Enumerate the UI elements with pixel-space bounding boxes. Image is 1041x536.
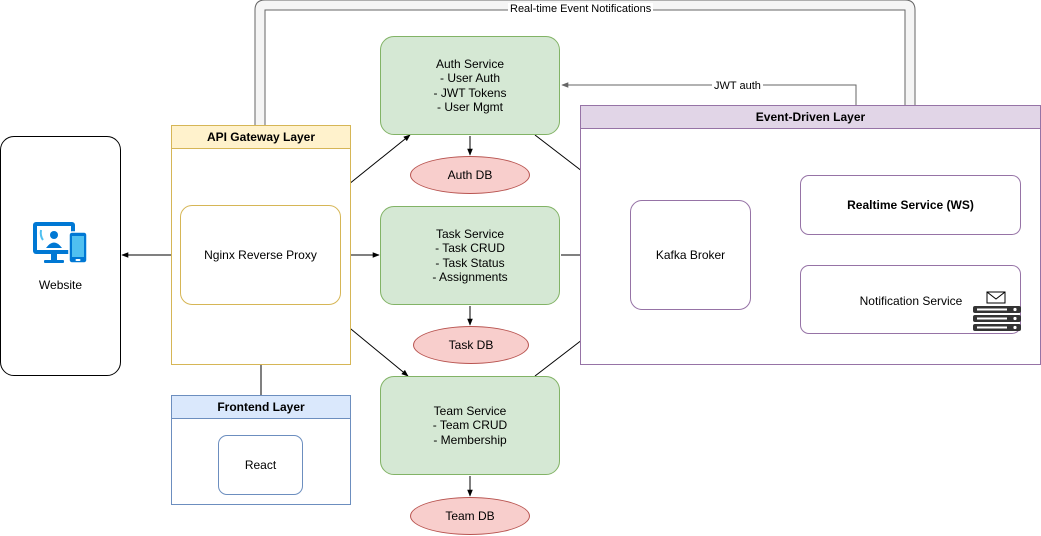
auth-service-feature: - User Mgmt	[437, 100, 503, 114]
auth-service-title: Auth Service	[435, 56, 505, 71]
task-db-label: Task DB	[448, 337, 494, 352]
auth-db-node[interactable]: Auth DB	[410, 156, 530, 194]
task-service-feature: - Task CRUD	[435, 241, 505, 255]
team-db-node[interactable]: Team DB	[410, 497, 530, 535]
nginx-reverse-proxy-node[interactable]: Nginx Reverse Proxy	[180, 205, 341, 305]
team-service-title: Team Service	[433, 403, 507, 418]
kafka-label: Kafka Broker	[655, 247, 726, 262]
website-label: Website	[38, 277, 83, 292]
notification-label: Notification Service	[859, 294, 963, 308]
react-node[interactable]: React	[218, 435, 303, 495]
task-service-node[interactable]: Task Service - Task CRUD - Task Status -…	[380, 206, 560, 305]
team-service-feature: - Team CRUD	[432, 418, 508, 433]
team-db-label: Team DB	[445, 508, 495, 523]
realtime-notifications-flow-arrow	[242, 0, 928, 206]
auth-service-feature: - User Auth	[439, 71, 501, 85]
team-service-feature: - Membership	[433, 432, 507, 447]
edge-label-realtime-notifications: Real-time Event Notifications	[508, 3, 654, 15]
event-driven-layer-title: Event-Driven Layer	[581, 106, 1040, 129]
team-service-node[interactable]: Team Service - Team CRUD - Membership	[380, 376, 560, 475]
auth-service-node[interactable]: Auth Service - User Auth - JWT Tokens - …	[380, 36, 560, 135]
realtime-label: Realtime Service (WS)	[847, 197, 974, 212]
devices-icon	[32, 221, 88, 264]
task-service-feature: - Assignments	[432, 270, 508, 284]
auth-db-label: Auth DB	[447, 167, 493, 182]
realtime-service-node[interactable]: Realtime Service (WS)	[800, 175, 1021, 235]
edge-label-jwt-auth: JWT auth	[712, 80, 763, 92]
kafka-broker-node[interactable]: Kafka Broker	[630, 200, 751, 310]
react-label: React	[244, 457, 277, 472]
auth-service-feature: - JWT Tokens	[433, 85, 507, 100]
task-service-title: Task Service	[435, 226, 505, 241]
task-db-node[interactable]: Task DB	[413, 326, 529, 364]
api-gateway-layer-title: API Gateway Layer	[172, 126, 350, 149]
notification-service-node[interactable]: Notification Service	[800, 265, 1021, 334]
mail-server-icon	[973, 291, 1021, 331]
task-service-feature: - Task Status	[435, 255, 505, 270]
nginx-label: Nginx Reverse Proxy	[204, 247, 317, 262]
frontend-layer-title: Frontend Layer	[172, 396, 350, 419]
website-node[interactable]: Website	[0, 136, 121, 376]
